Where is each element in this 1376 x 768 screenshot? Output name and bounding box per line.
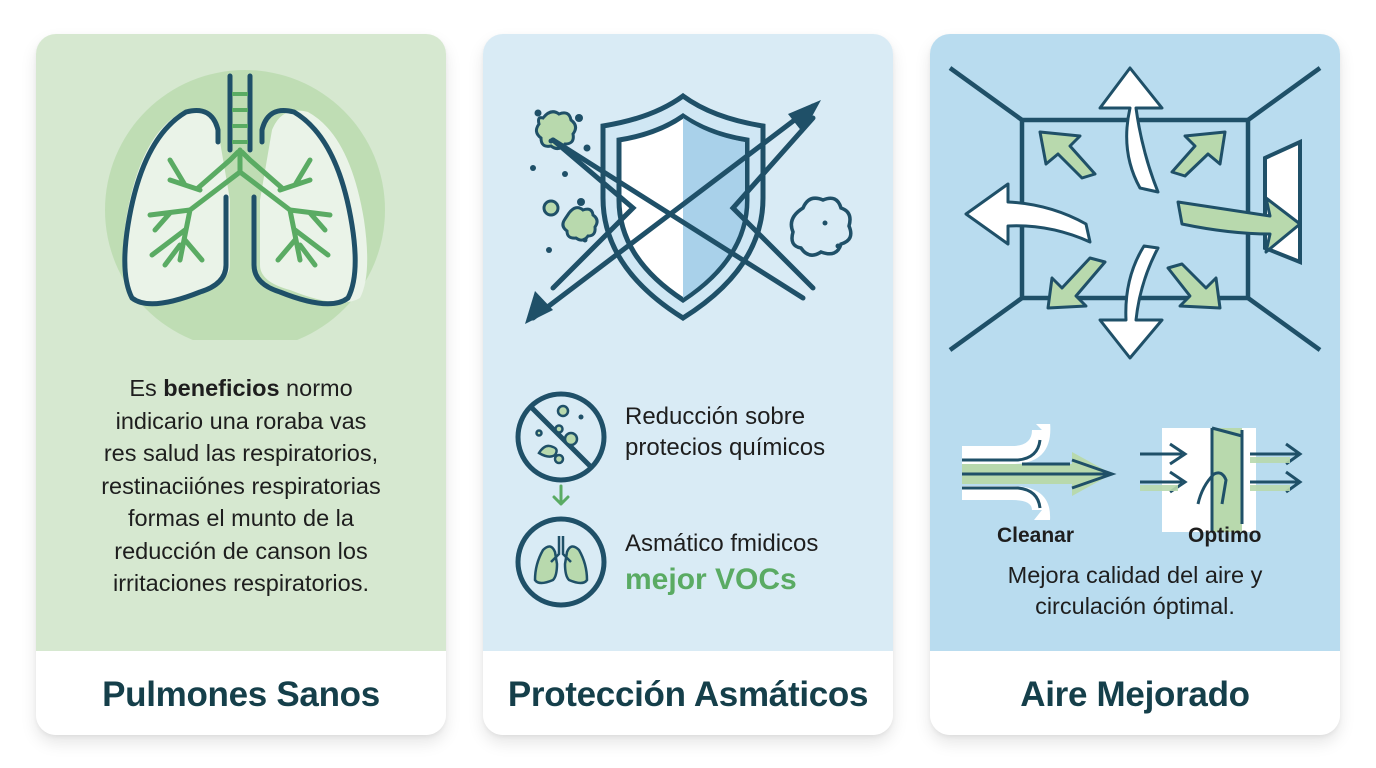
room-airflow-icon: [948, 66, 1322, 360]
benefits-paragraph: Es beneficios normo indicario una roraba…: [101, 375, 381, 596]
card-body: Cleanar Optimo Mejora calidad del aire y…: [930, 34, 1340, 651]
card-footer: Aire Mejorado: [930, 651, 1340, 735]
card-title: Aire Mejorado: [1020, 675, 1250, 714]
card-title: Protección Asmáticos: [507, 675, 869, 714]
filter-airflow-icon: [1140, 426, 1303, 532]
card-aire-mejorado: Cleanar Optimo Mejora calidad del aire y…: [930, 34, 1340, 735]
shield-icon: [525, 92, 853, 324]
card-title: Pulmones Sanos: [102, 675, 380, 714]
feature-2-text: Asmático fmidicos: [625, 530, 819, 557]
card-proteccion-asmaticos: Reducción sobre protecios químicos Asmát…: [483, 34, 893, 735]
card-footer: Pulmones Sanos: [36, 651, 446, 735]
lungs-icon: [105, 70, 385, 340]
lungs-circle-icon: [515, 516, 607, 608]
arrow-down-icon: [552, 484, 570, 506]
flow-label-optimo: Optimo: [1188, 524, 1262, 547]
cleaner-airflow-icon: [962, 424, 1117, 520]
feature-1-text: Reducción sobre protecios químicos: [625, 403, 826, 461]
no-particles-icon: [515, 391, 607, 483]
card-footer: Protección Asmáticos: [483, 651, 893, 735]
card-pulmones-sanos: Es beneficios normo indicario una roraba…: [36, 34, 446, 735]
flow-label-cleanar: Cleanar: [997, 524, 1075, 547]
air-quality-paragraph: Mejora calidad del aire y circulación óp…: [1007, 562, 1263, 619]
feature-2-highlight: mejor VOCs: [625, 563, 797, 596]
card-body: Es beneficios normo indicario una roraba…: [36, 34, 446, 651]
card-body: Reducción sobre protecios químicos Asmát…: [483, 34, 893, 651]
